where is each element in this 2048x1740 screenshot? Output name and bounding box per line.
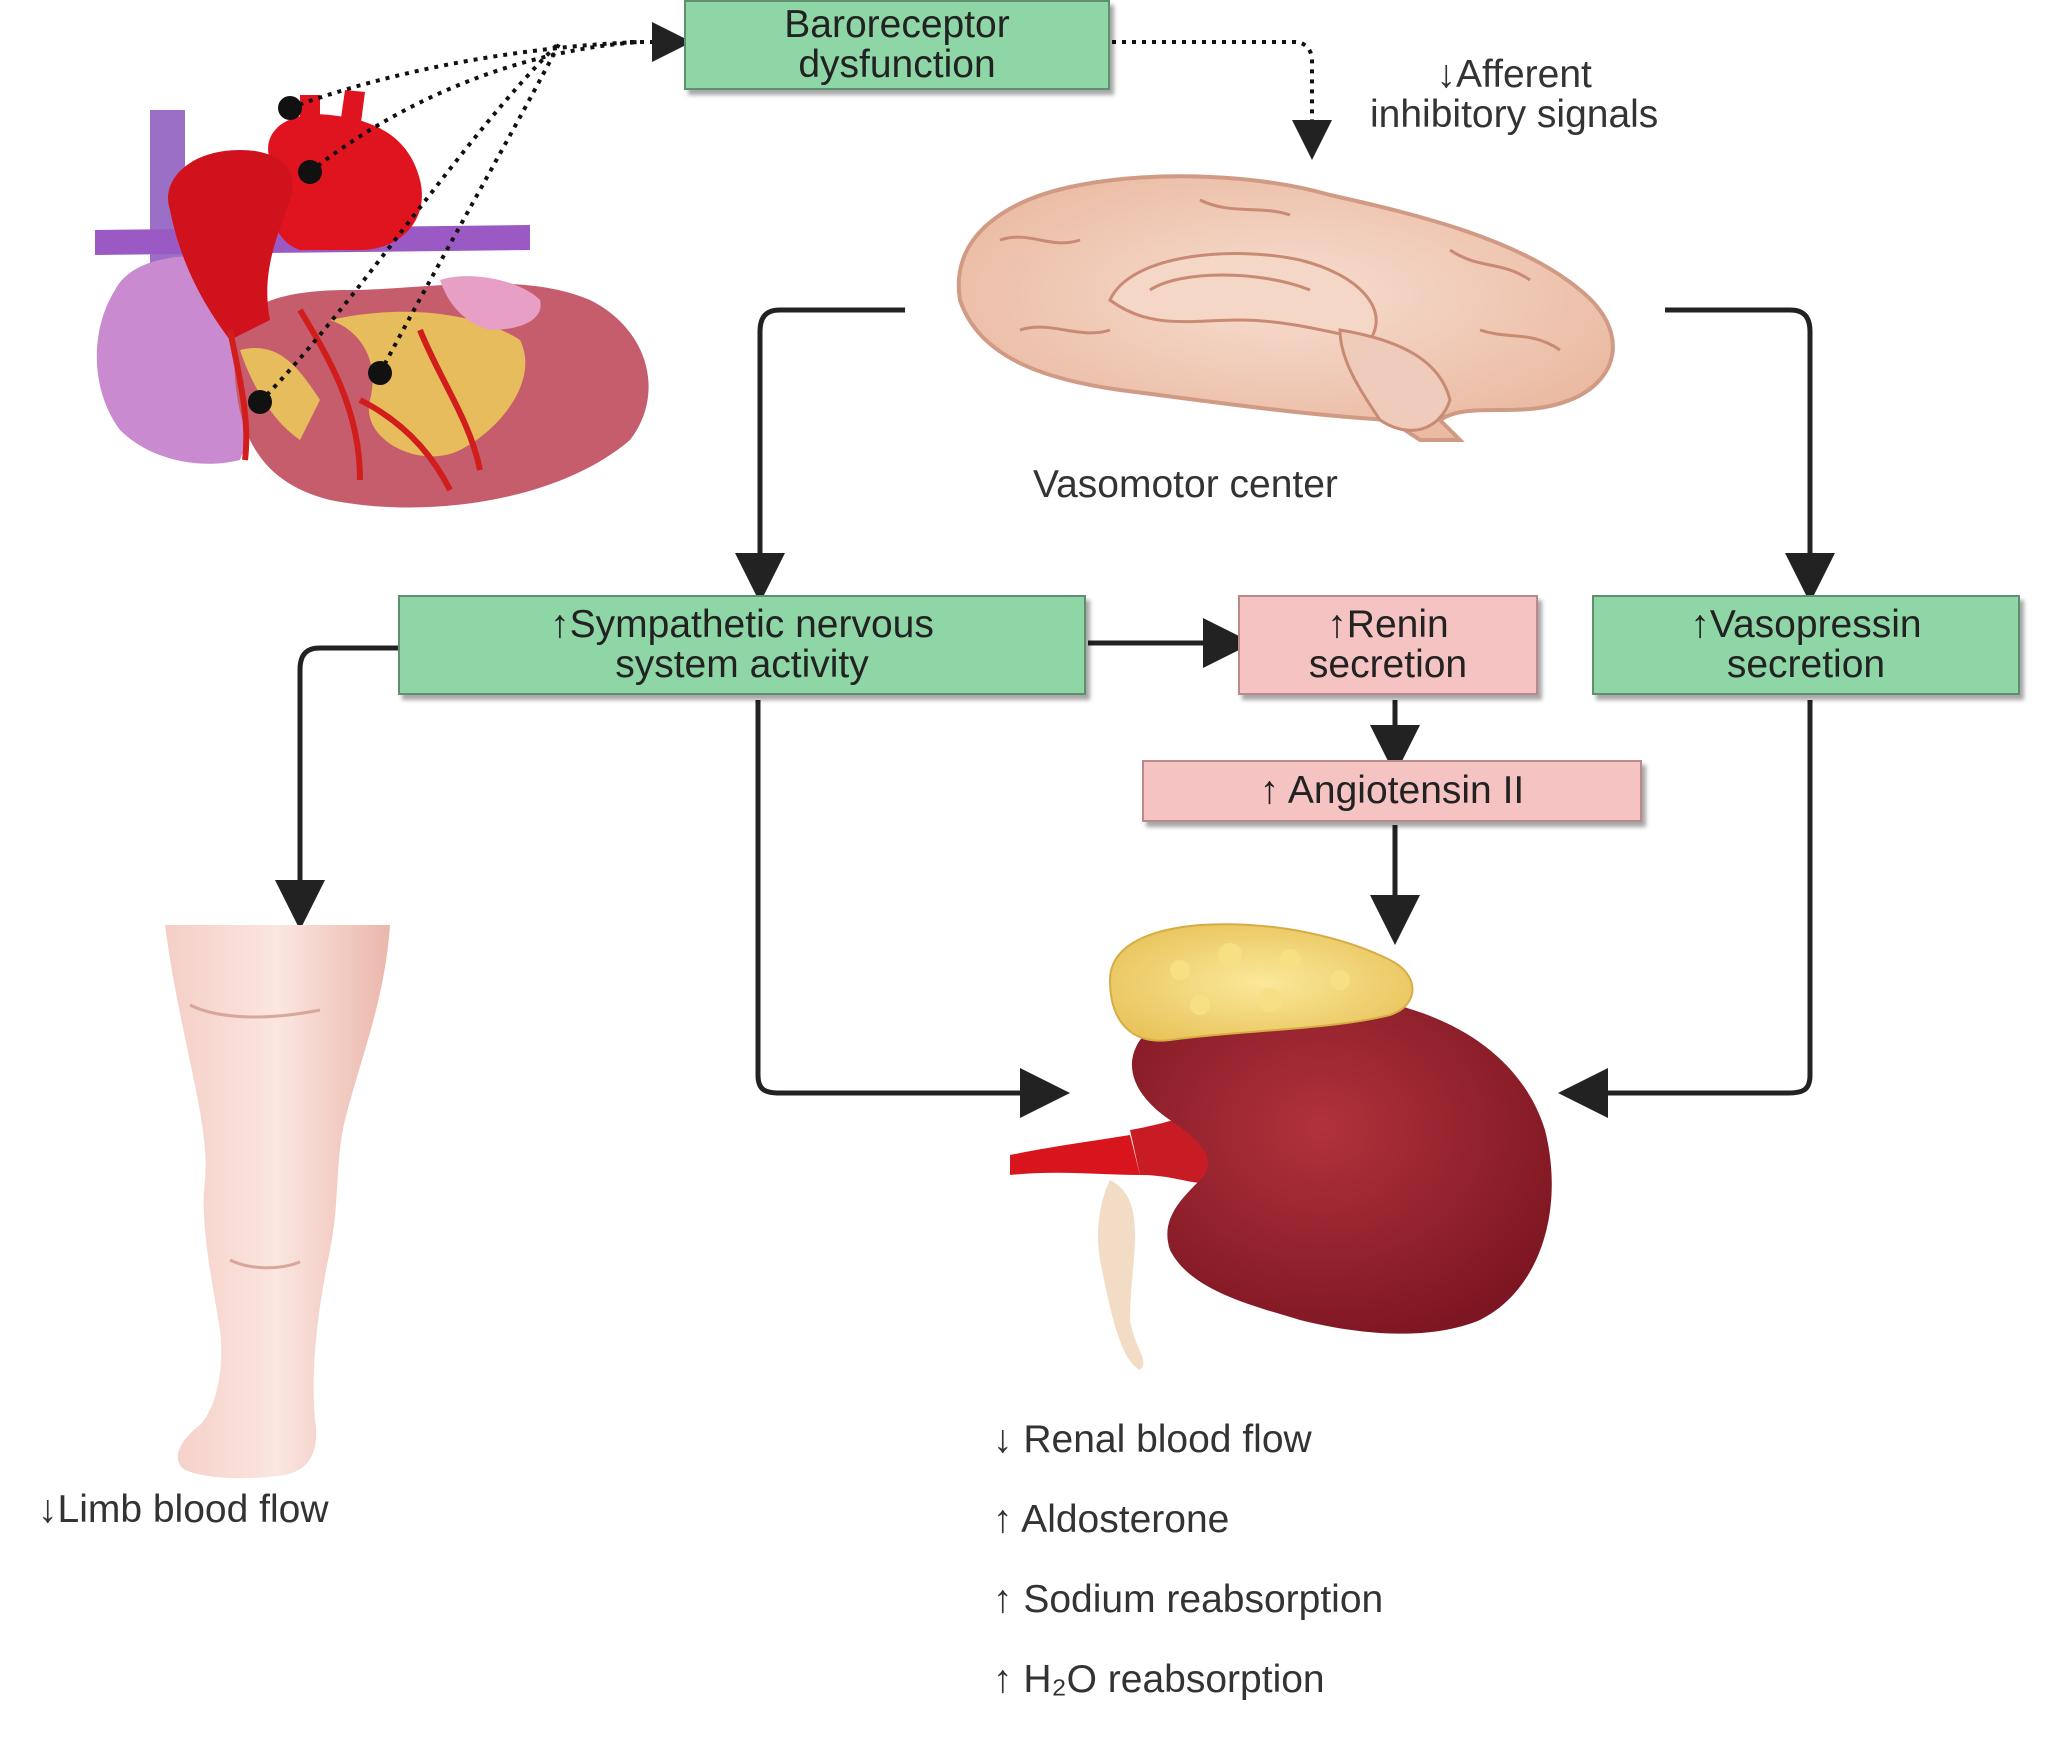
kidney-effect-sodium: ↑ Sodium reabsorption [993,1578,1384,1621]
sympathetic-box: ↑Sympathetic nervous system activity [398,595,1086,695]
brain-to-sympathetic-arrow [735,307,905,603]
vasopressin-box: ↑Vasopressin secretion [1592,595,2020,695]
brain-illustration [956,174,1615,442]
diagram: Baroreceptor dysfunction ↑Sympathetic ne… [38,0,2020,1700]
vasomotor-label: Vasomotor center [1033,463,1338,506]
limb-label: ↓Limb blood flow [38,1488,329,1531]
diagram-canvas [95,22,1835,1479]
leg-illustration [165,925,390,1479]
afferent-arrow [1112,40,1332,160]
brain-to-vasopressin-arrow [1665,307,1835,603]
kidney-effects-list: ↓ Renal blood flow ↑ Aldosterone ↑ Sodiu… [993,1380,1383,1740]
kidney-effect-aldosterone: ↑ Aldosterone [993,1498,1230,1541]
baroreceptor-box: Baroreceptor dysfunction [684,0,1110,90]
afferent-label: ↓Afferent inhibitory signals [1370,53,1659,136]
sympathetic-to-kidney-arrow [755,700,1070,1118]
sympathetic-to-limb-arrow [275,645,398,930]
renin-box: ↑Renin secretion [1238,595,1538,695]
kidney-effect-water: ↑ H₂O reabsorption [993,1658,1325,1701]
angiotensin-box: ↑ Angiotensin II [1142,760,1642,822]
vasopressin-to-kidney-arrow [1558,700,1813,1118]
heart-illustration [95,22,692,508]
kidney-illustration [1010,923,1552,1370]
kidney-effect-renal-flow: ↓ Renal blood flow [993,1418,1312,1461]
